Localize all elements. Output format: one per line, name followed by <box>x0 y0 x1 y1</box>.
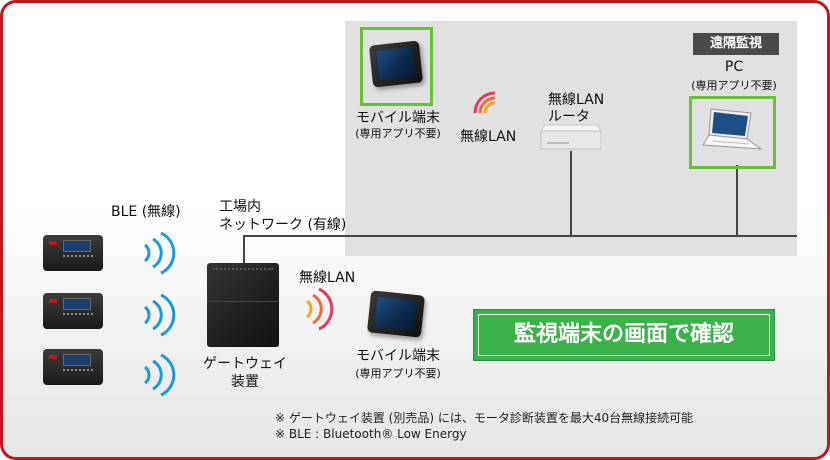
network-backbone-line <box>243 235 797 237</box>
mobile-top-highlight <box>360 27 433 106</box>
wireless-lan-bottom-label: 無線LAN <box>299 270 356 286</box>
ble-wave-icon-1 <box>143 231 176 275</box>
mobile-top-tablet-icon <box>368 40 424 88</box>
pc-drop-line <box>736 165 738 235</box>
router-label-line2: ルータ <box>548 109 590 125</box>
wireless-bottom-icon <box>305 287 334 331</box>
footnote-1: ※ ゲートウェイ装置 (別売品) には、モータ診断装置を最大40台無線接続可能 <box>275 411 694 425</box>
mobile-bottom-title: モバイル端末 <box>356 348 440 364</box>
laptop-icon <box>702 108 763 150</box>
network-label-line1: 工場内 <box>219 199 261 215</box>
gateway-label-line2: 装置 <box>231 374 259 390</box>
router-drop-line <box>570 151 572 235</box>
pc-subtitle: (専用アプリ不要) <box>691 79 777 92</box>
mobile-bottom-subtitle: (専用アプリ不要) <box>355 367 441 380</box>
banner-text: 監視端末の画面で確認 <box>513 322 734 347</box>
router-icon <box>540 124 601 150</box>
ble-label: BLE (無線) <box>111 204 181 220</box>
network-label-line2: ネットワーク (有線) <box>219 217 347 233</box>
router-label-line1: 無線LAN <box>548 92 605 108</box>
remote-monitoring-label: 遠隔監視 <box>693 33 779 55</box>
motor-diagnostic-device-1 <box>43 235 103 271</box>
wireless-lan-top-label: 無線LAN <box>460 129 517 145</box>
mobile-top-title: モバイル端末 <box>356 110 440 126</box>
ble-wave-icon-3 <box>143 353 176 397</box>
mobile-bottom-tablet-icon <box>366 290 426 338</box>
gateway-device-icon <box>207 263 279 347</box>
ble-wave-icon-2 <box>143 293 176 337</box>
gateway-drop-line <box>243 235 245 263</box>
motor-diagnostic-device-3 <box>43 349 103 385</box>
monitor-terminal-banner: 監視端末の画面で確認 <box>473 309 775 361</box>
footnote-2: ※ BLE : Bluetooth® Low Energy <box>275 427 467 441</box>
mobile-top-subtitle: (専用アプリ不要) <box>355 127 441 140</box>
gateway-label-line1: ゲートウェイ <box>203 356 287 372</box>
motor-diagnostic-device-2 <box>43 293 103 329</box>
wireless-top-icon <box>473 91 496 114</box>
pc-highlight <box>689 96 776 169</box>
pc-title: PC <box>724 59 744 75</box>
